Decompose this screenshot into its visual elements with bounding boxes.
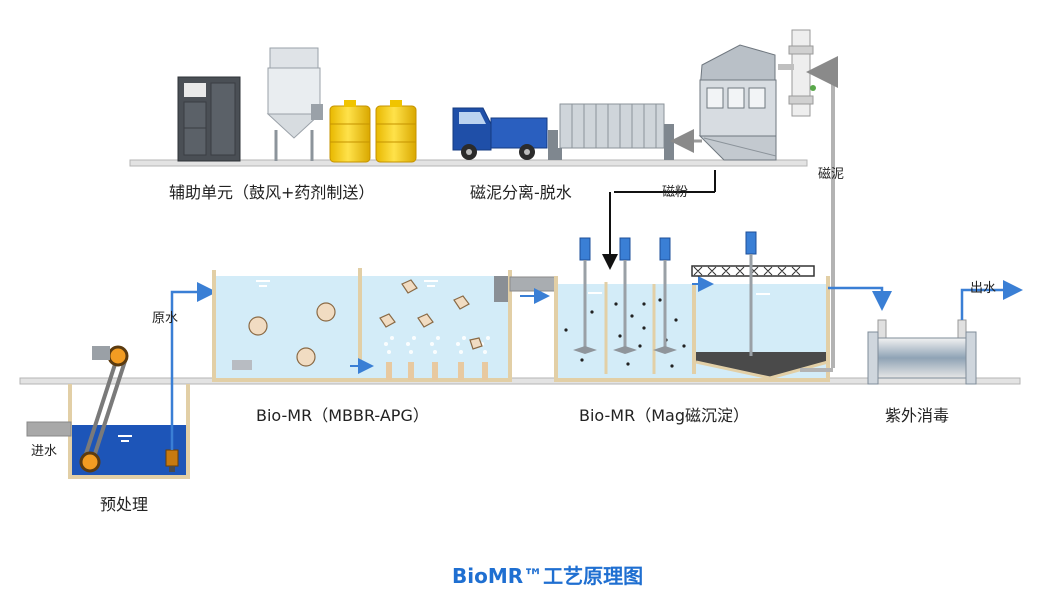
- scraper-icon: [691, 231, 815, 356]
- mixer-icon: [573, 237, 677, 354]
- upper-platform: [129, 159, 808, 167]
- separation-label: 磁泥分离-脱水: [470, 183, 572, 202]
- chemical-hopper-icon: [266, 47, 323, 161]
- chemical-tank-icon: [329, 100, 417, 163]
- uv-label: 紫外消毒: [885, 406, 950, 425]
- outlet-label: 出水: [970, 281, 997, 296]
- bar-screen-icon: [79, 345, 129, 473]
- pretreatment-tank: [26, 384, 190, 479]
- effluent-pipe: [828, 286, 892, 311]
- media-screen-icon: [494, 276, 557, 302]
- inlet-label: 进水: [31, 444, 58, 459]
- magnetic-sludge-label: 磁泥: [818, 167, 845, 182]
- diagram-title: BioMR™工艺原理图: [452, 564, 644, 588]
- mbbr-label: Bio-MR（MBBR-APG）: [256, 406, 429, 425]
- uv-reactor-icon: [867, 319, 977, 385]
- truck-icon: [452, 107, 548, 160]
- mag-tank: [554, 276, 830, 382]
- blower-cabinet-icon: [177, 76, 241, 162]
- pretreatment-label: 预处理: [100, 495, 149, 514]
- outlet-pipe: [960, 280, 1023, 320]
- media-carrier-icon: [248, 279, 483, 367]
- raw-water-label: 原水: [152, 311, 179, 326]
- auxiliary-label: 辅助单元（鼓风+药剂制送）: [169, 183, 375, 202]
- ground-line: [19, 377, 1021, 385]
- magnetic-powder-label: 磁粉: [662, 185, 689, 200]
- filter-press-icon: [548, 103, 674, 160]
- mag-label: Bio-MR（Mag磁沉淀）: [579, 406, 749, 425]
- pump-icon: [165, 449, 179, 472]
- raw-water-pipe: [170, 282, 217, 450]
- magnetic-separator-icon: [698, 29, 816, 161]
- mbbr-tank: [212, 268, 512, 382]
